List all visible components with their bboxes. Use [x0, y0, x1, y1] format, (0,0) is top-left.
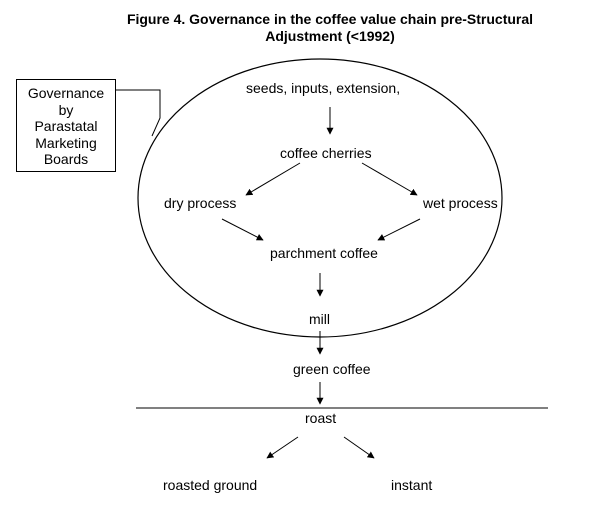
- callout-leader-line: [116, 89, 161, 137]
- node-wet-process: wet process: [423, 195, 498, 211]
- callout-line-4: Marketing: [35, 134, 97, 151]
- arrow-roast-to-ground: [266, 436, 299, 459]
- figure-title: Figure 4. Governance in the coffee value…: [60, 11, 600, 45]
- governance-callout-box: Governance by Parastatal Marketing Board…: [16, 79, 116, 172]
- node-instant: instant: [391, 477, 433, 493]
- node-green-coffee: green coffee: [293, 361, 371, 377]
- node-seeds-inputs-extension: seeds, inputs, extension,: [246, 80, 401, 96]
- figure-title-line-2: Adjustment (<1992): [265, 28, 395, 44]
- node-parchment-coffee: parchment coffee: [270, 245, 378, 261]
- arrow-wet-to-parchment: [377, 218, 421, 241]
- callout-line-3: Parastatal: [34, 118, 98, 134]
- node-roast: roast: [305, 410, 337, 426]
- node-coffee-cherries: coffee cherries: [280, 145, 372, 161]
- callout-line-5: Boards: [43, 151, 89, 167]
- figure-title-line-1: Figure 4. Governance in the coffee value…: [126, 11, 534, 27]
- arrow-roast-to-instant: [343, 436, 375, 459]
- node-mill: mill: [309, 311, 330, 327]
- node-dry-process: dry process: [164, 195, 237, 211]
- arrow-cherries-to-dry: [245, 162, 301, 196]
- arrow-dry-to-parchment: [221, 218, 264, 241]
- node-roasted-ground: roasted ground: [163, 477, 258, 493]
- arrow-cherries-to-wet: [361, 162, 418, 196]
- callout-line-2: by: [58, 101, 74, 118]
- callout-line-1: Governance: [27, 85, 105, 101]
